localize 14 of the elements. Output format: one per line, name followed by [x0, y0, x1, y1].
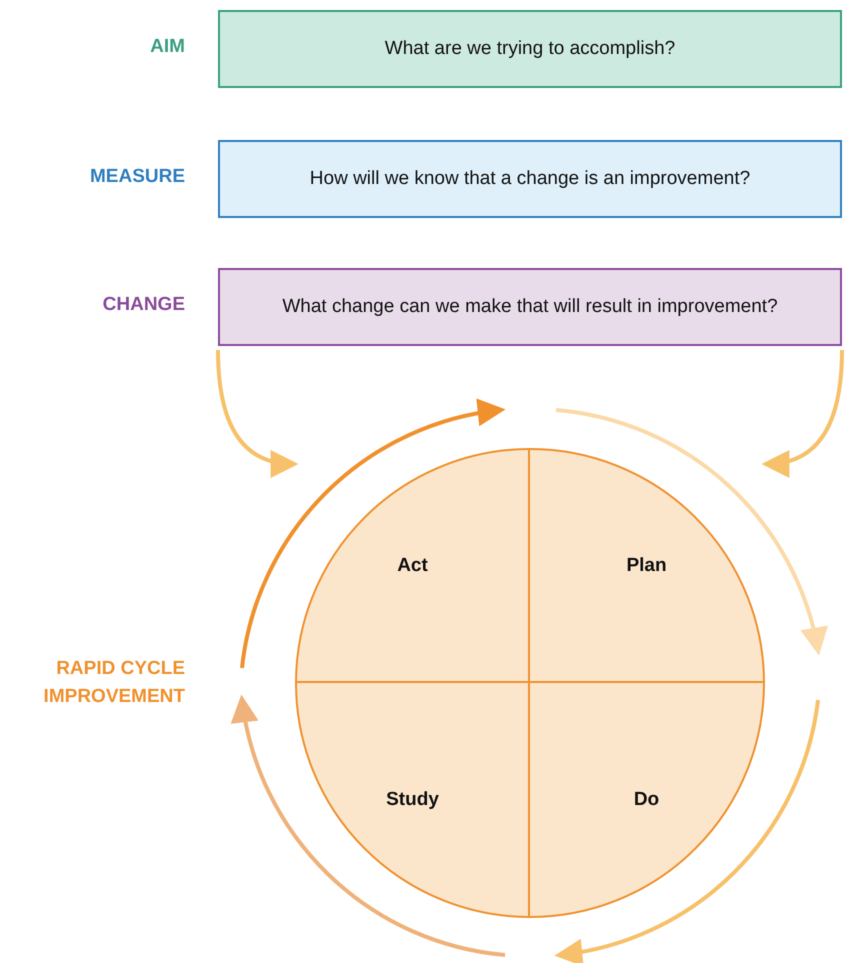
- section-label: CHANGE: [102, 294, 185, 316]
- quadrant-label: Plan: [626, 554, 667, 576]
- cycle-quadrant: [297, 450, 530, 683]
- curved-arrow: [216, 350, 299, 476]
- section-label: RAPID CYCLE IMPROVEMENT: [42, 657, 185, 709]
- quadrant-label: Study: [386, 788, 439, 810]
- curved-arrow: [761, 350, 844, 476]
- question-box: What are we trying to accomplish?: [218, 10, 842, 88]
- quadrant-label: Do: [634, 788, 660, 810]
- section-label: MEASURE: [90, 166, 185, 188]
- section-label: AIM: [150, 36, 185, 58]
- question-box: What change can we make that will result in improvement?: [218, 268, 842, 346]
- question-box: How will we know that a change is an improvement?: [218, 140, 842, 218]
- quadrant-label: Act: [397, 554, 428, 576]
